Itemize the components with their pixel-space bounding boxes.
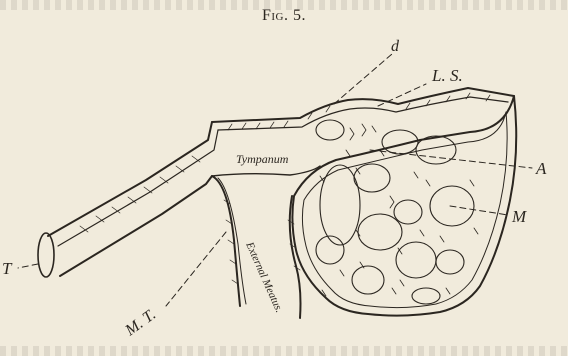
mastoid-outline [292, 96, 516, 316]
label-external-meatus: External Meatus. [243, 239, 285, 314]
mastoid-cells [316, 120, 474, 304]
label-ls: L. S. [431, 66, 463, 85]
leader-mt [166, 232, 226, 306]
label-t: T [2, 259, 13, 278]
meatus-left-wall [212, 176, 240, 306]
tube-upper-wall [48, 122, 212, 236]
meatus-inner-wall [218, 178, 246, 304]
leader-a [370, 150, 532, 168]
label-m: M [511, 207, 527, 226]
outer-bone-wall [212, 88, 514, 122]
tube-hatching [80, 156, 200, 232]
label-d: d [391, 38, 400, 55]
leader-t [18, 264, 38, 268]
tympanum-floor [212, 166, 320, 176]
leader-d [334, 54, 392, 104]
tube-lower-wall [60, 176, 212, 276]
label-tympanum: Tympanum [236, 152, 289, 166]
mastoid-inner-outline [302, 112, 507, 308]
label-mt: M. T. [122, 306, 160, 340]
tube-opening [38, 233, 54, 277]
label-a: A [535, 159, 547, 178]
